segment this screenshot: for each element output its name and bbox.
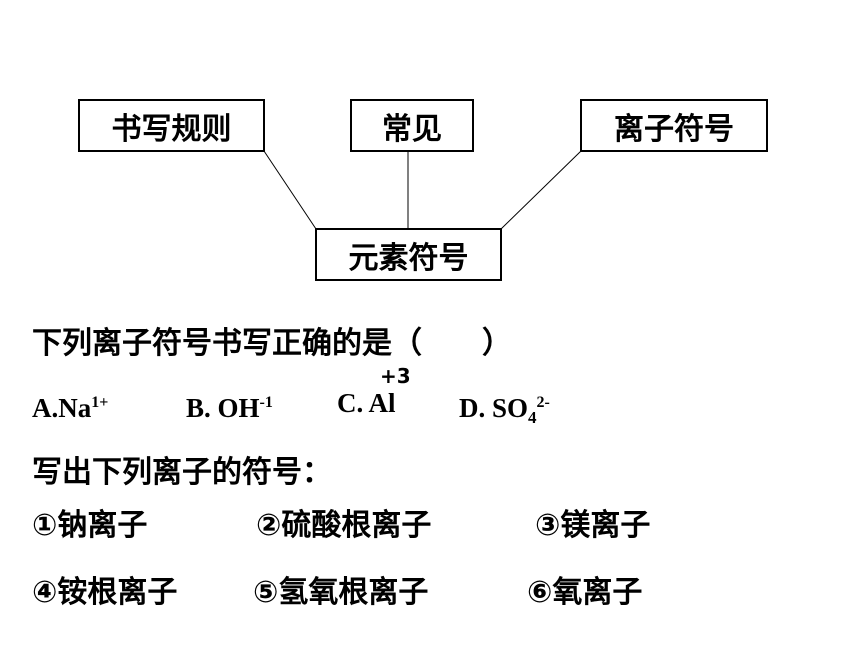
- item-magnesium-ion: ③镁离子: [535, 508, 651, 543]
- item-oxide-ion: ⑥氧离子: [527, 575, 643, 610]
- option-b-charge: -1: [259, 394, 273, 411]
- option-c-valence: +3: [380, 364, 411, 388]
- box-writing-rules: 书写规则: [78, 99, 265, 152]
- item-ammonium-ion: ④铵根离子: [32, 575, 178, 610]
- option-a-charge: 1+: [91, 394, 109, 411]
- option-a-base: A.Na: [32, 393, 92, 423]
- box-ion-symbol: 离子符号: [580, 99, 768, 152]
- connector-left: [263, 150, 317, 230]
- option-c: C. Al: [337, 388, 396, 418]
- box-common: 常见: [350, 99, 474, 152]
- connector-right: [500, 150, 582, 230]
- option-a: A.Na1+: [32, 388, 108, 423]
- item-sodium-ion: ①钠离子: [32, 508, 148, 543]
- task-prompt: 写出下列离子的符号：: [32, 455, 332, 490]
- box-element-symbol: 元素符号: [315, 228, 502, 281]
- item-sulfate-ion: ②硫酸根离子: [256, 508, 432, 543]
- question-stem: 下列离子符号书写正确的是（ ）: [32, 326, 512, 361]
- option-d-base: D. SO: [459, 393, 529, 423]
- option-b-base: B. OH: [186, 393, 260, 423]
- option-b: B. OH-1: [186, 388, 273, 423]
- option-c-base: C. Al: [337, 388, 396, 418]
- option-d-charge: 2-: [536, 394, 550, 411]
- item-hydroxide-ion: ⑤氢氧根离子: [253, 575, 429, 610]
- option-d-subscript: 4: [528, 408, 537, 427]
- option-d: D. SO42-: [459, 388, 550, 433]
